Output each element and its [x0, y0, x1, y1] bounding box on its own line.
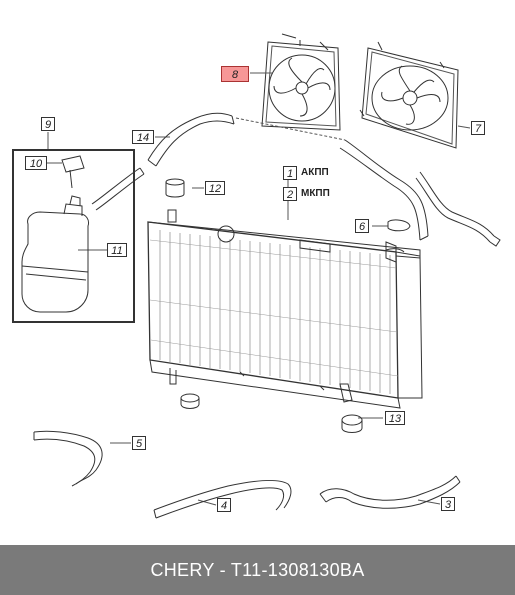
right-hose [339, 139, 429, 241]
upper-hose [147, 112, 235, 167]
callout-10[interactable]: 10 [25, 156, 47, 170]
callout-14[interactable]: 14 [132, 130, 154, 144]
fan-shroud-left [261, 33, 341, 131]
radiator-parts-diagram [12, 33, 501, 519]
fan-shroud-right [359, 41, 459, 149]
reservoir-frame [12, 149, 135, 323]
label-mkpp: МКПП [301, 188, 330, 199]
part-number-footer: CHERY - T11-1308130BA [0, 545, 515, 595]
leader-lines [235, 117, 346, 141]
callout-9[interactable]: 9 [41, 117, 55, 131]
hose-5 [33, 430, 103, 487]
callout-13[interactable]: 13 [385, 411, 405, 425]
callout-6[interactable]: 6 [355, 219, 369, 233]
label-akpp: АКПП [301, 167, 329, 178]
radiator-cap [165, 178, 185, 198]
hose-3 [319, 475, 461, 509]
hose-4 [153, 479, 292, 519]
callout-4[interactable]: 4 [217, 498, 231, 512]
radiator [147, 209, 423, 409]
leader-solid [47, 72, 471, 506]
callout-12[interactable]: 12 [205, 181, 225, 195]
callout-3[interactable]: 3 [441, 497, 455, 511]
callout-1[interactable]: 1 [283, 166, 297, 180]
callout-8[interactable]: 8 [221, 66, 249, 82]
rubber-mounts [180, 393, 363, 433]
reservoir-tank [21, 195, 89, 313]
callout-2[interactable]: 2 [283, 187, 297, 201]
transmission-pipe [415, 171, 501, 247]
reservoir-cap [61, 155, 145, 211]
seal-ring [387, 219, 411, 232]
callout-11[interactable]: 11 [107, 243, 127, 257]
callout-5[interactable]: 5 [132, 436, 146, 450]
callout-7[interactable]: 7 [471, 121, 485, 135]
